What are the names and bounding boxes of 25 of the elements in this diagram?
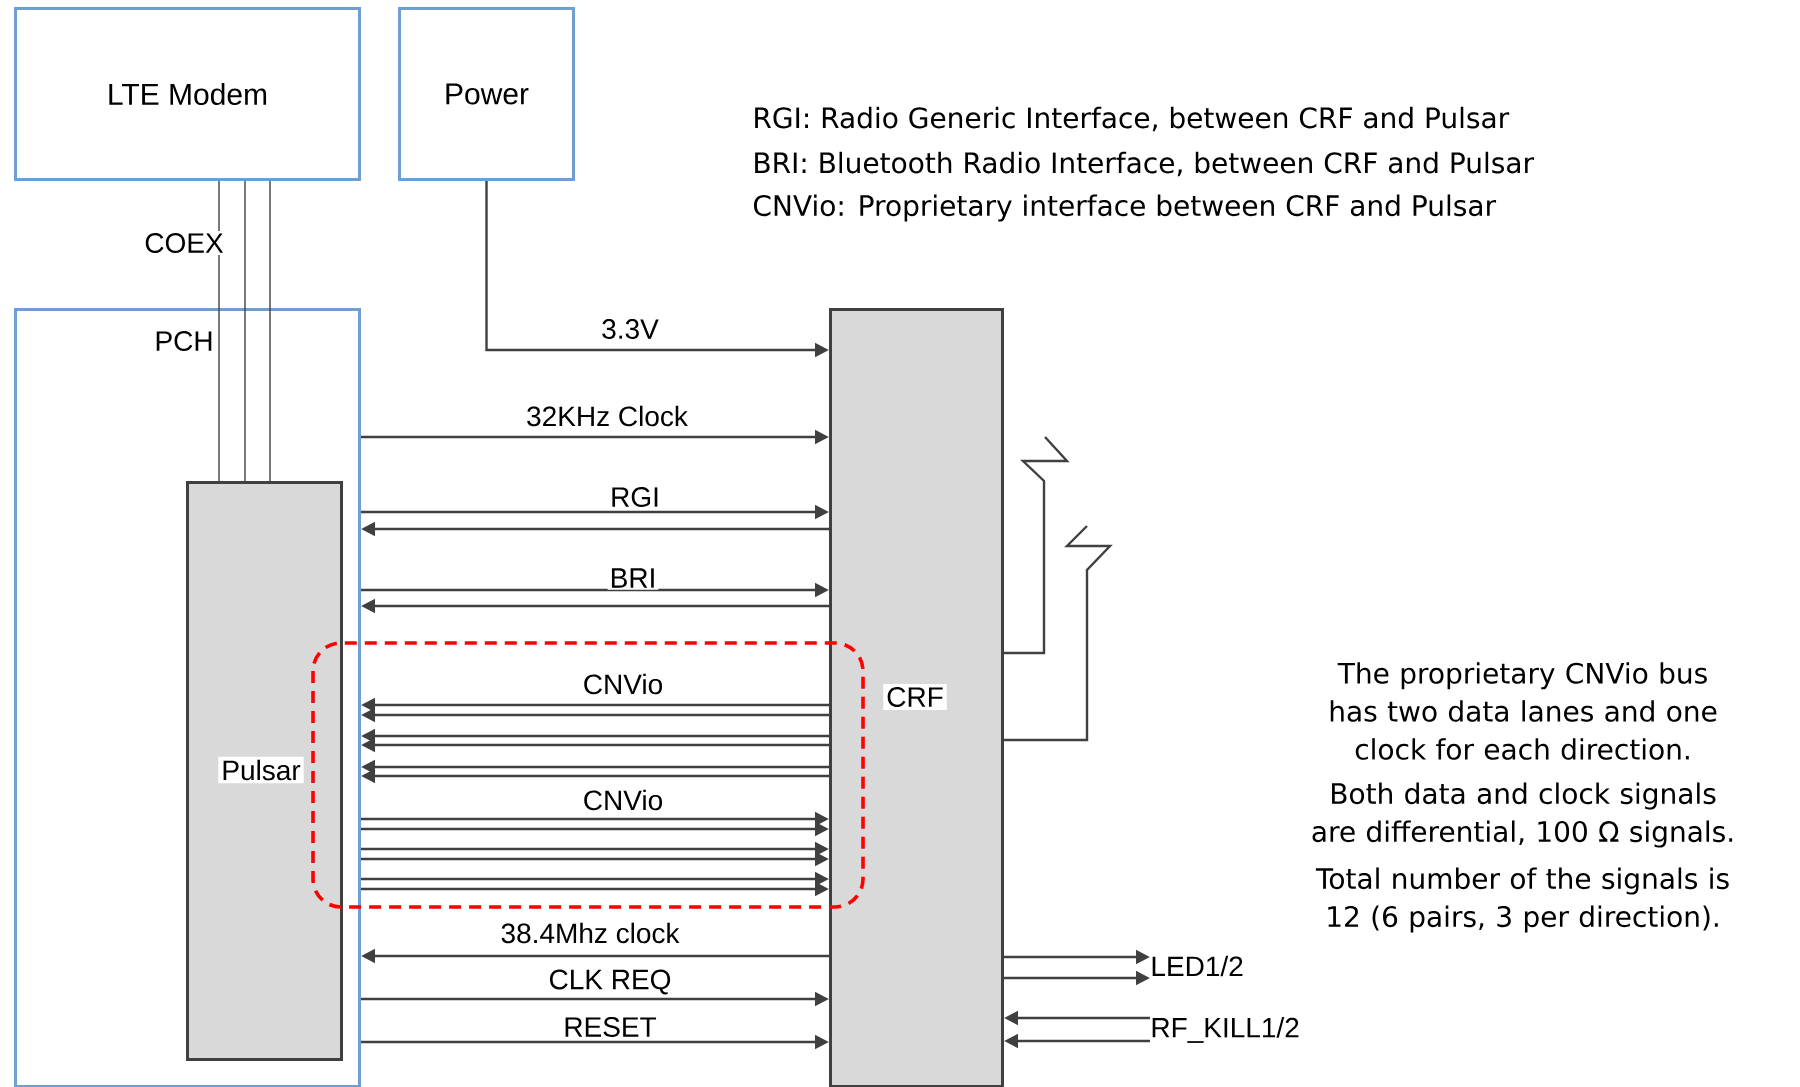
- definition-text: CNVio: Proprietary interface between CRF and Pulsar: [754, 194, 1497, 222]
- connector-line: [269, 180, 271, 482]
- edge-label: 38.4Mhz clock: [498, 920, 682, 946]
- definition-text: BRI: Bluetooth Radio Interface, between CRF and Pulsar: [755, 151, 1535, 177]
- module-box: Power: [398, 7, 575, 181]
- edge-label: CNVio: [580, 787, 666, 813]
- edge-label: BRI: [607, 566, 659, 590]
- chip-box: Pulsar: [186, 481, 343, 1061]
- edge-label: COEX: [142, 231, 226, 255]
- connector-line: [218, 180, 220, 482]
- chip-box: CRF: [829, 308, 1004, 1087]
- signal-name: RF_KILL1/2: [1152, 1017, 1299, 1043]
- note-text: The proprietary CNVio bus has two data lanes and one clock for each direction.: [1330, 662, 1717, 760]
- note-text: Total number of the signals is 12 (6 pairs, 3 per direction).: [1315, 867, 1729, 933]
- edge-label: RESET: [561, 1015, 659, 1039]
- edge-label: CLK REQ: [546, 967, 674, 997]
- definition-text: RGI: Radio Generic Interface, between CRF and Pulsar: [755, 106, 1510, 132]
- edge-label: 32KHz Clock: [524, 403, 690, 429]
- edge-label: CNVio: [580, 671, 666, 697]
- module-box: LTE Modem: [14, 7, 361, 181]
- edge-label: RGI: [608, 485, 662, 509]
- note-text: Both data and clock signals are differential, 100 Ω signals.: [1312, 782, 1733, 848]
- edge-label: 3.3V: [599, 317, 661, 341]
- connector-line: [244, 180, 246, 482]
- signal-name: LED1/2: [1152, 955, 1243, 977]
